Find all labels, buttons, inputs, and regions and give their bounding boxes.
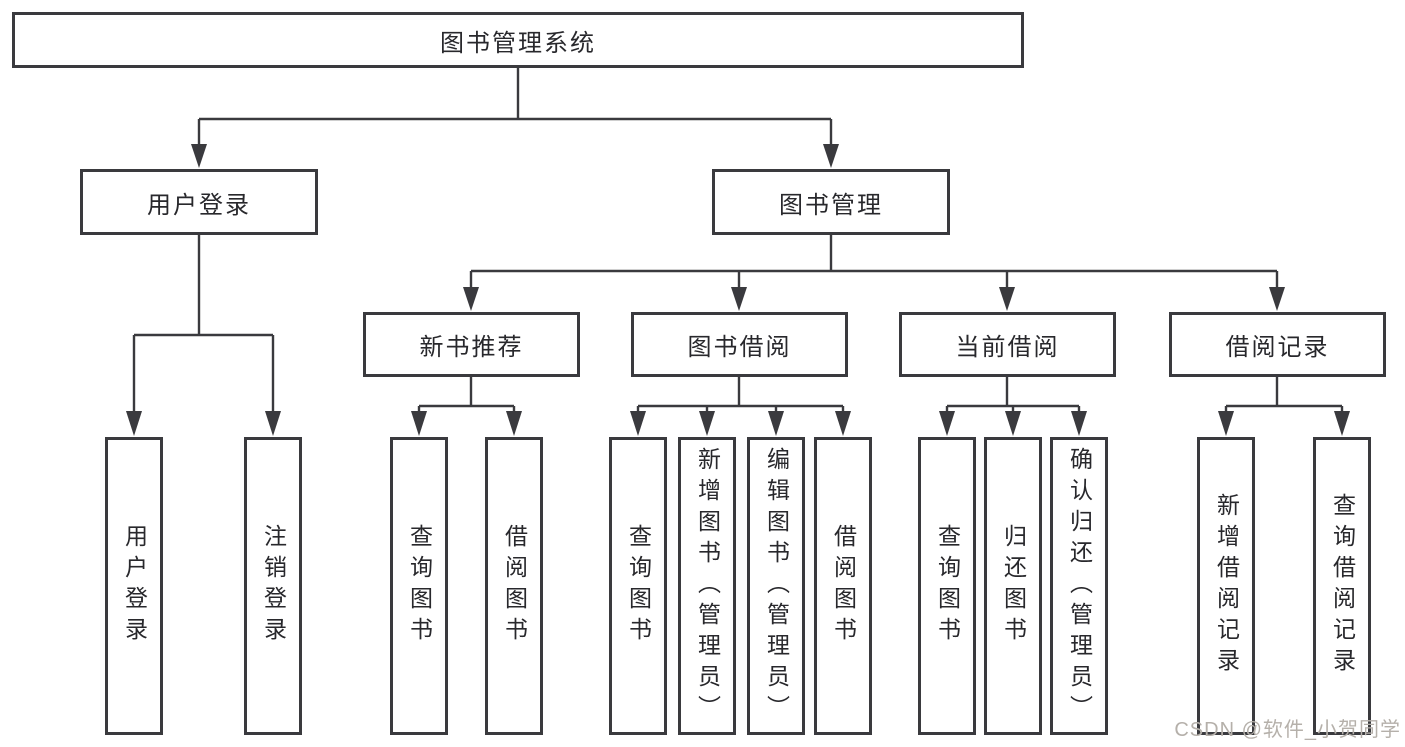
node-current-borrowing-label: 当前借阅	[955, 334, 1060, 361]
node-new-book-recommend: 新书推荐	[363, 312, 580, 377]
node-book-borrowing: 图书借阅	[631, 312, 848, 377]
connector-recommend-to-leaves	[411, 377, 522, 436]
leaf-edit-book-admin-label: 编辑图书（管理员）	[763, 446, 790, 726]
leaf-query-books-current-label: 查询图书	[934, 524, 961, 648]
leaf-query-books-recommend: 查询图书	[390, 437, 448, 735]
arrowhead-icon	[191, 144, 207, 168]
arrowhead-icon	[835, 411, 851, 436]
node-book-management: 图书管理	[712, 169, 950, 235]
node-user-login: 用户登录	[80, 169, 318, 235]
node-current-borrowing: 当前借阅	[899, 312, 1116, 377]
leaf-query-borrow-record: 查询借阅记录	[1313, 437, 1371, 735]
arrowhead-icon	[939, 411, 955, 436]
node-root: 图书管理系统	[12, 12, 1024, 68]
node-borrowing-records-label: 借阅记录	[1225, 334, 1330, 361]
arrowhead-icon	[1005, 411, 1021, 436]
arrowhead-icon	[630, 411, 646, 436]
arrowhead-icon	[768, 411, 784, 436]
leaf-edit-book-admin: 编辑图书（管理员）	[747, 437, 805, 735]
leaf-return-books: 归还图书	[984, 437, 1042, 735]
leaf-confirm-return-admin-label: 确认归还（管理员）	[1066, 446, 1093, 726]
leaf-borrow-books-borrowing-label: 借阅图书	[830, 524, 857, 648]
leaf-query-borrow-record-label: 查询借阅记录	[1329, 493, 1356, 679]
arrowhead-icon	[699, 411, 715, 436]
node-borrowing-records: 借阅记录	[1169, 312, 1386, 377]
leaf-add-book-admin-label: 新增图书（管理员）	[694, 446, 721, 726]
leaf-return-books-label: 归还图书	[1000, 524, 1027, 648]
csdn-watermark: CSDN @软件_小贺同学	[1174, 719, 1401, 741]
connector-bookmgmt-to-level3	[463, 234, 1285, 311]
leaf-query-books-recommend-label: 查询图书	[406, 524, 433, 648]
connector-root-to-level2	[191, 68, 839, 168]
node-root-label: 图书管理系统	[440, 29, 596, 57]
node-book-borrowing-label: 图书借阅	[687, 334, 792, 361]
node-book-management-label: 图书管理	[779, 191, 883, 219]
arrowhead-icon	[1269, 287, 1285, 311]
connector-userlogin-to-leaves	[126, 234, 281, 436]
arrowhead-icon	[411, 411, 427, 436]
leaf-query-books-borrowing-label: 查询图书	[625, 524, 652, 648]
arrowhead-icon	[731, 287, 747, 311]
leaf-user-login: 用户登录	[105, 437, 163, 735]
leaf-add-book-admin: 新增图书（管理员）	[678, 437, 736, 735]
leaf-query-books-current: 查询图书	[918, 437, 976, 735]
arrowhead-icon	[126, 411, 142, 436]
leaf-add-borrow-record-label: 新增借阅记录	[1213, 493, 1240, 679]
arrowhead-icon	[1334, 411, 1350, 436]
node-user-login-label: 用户登录	[147, 191, 251, 219]
arrowhead-icon	[463, 287, 479, 311]
connector-records-to-leaves	[1218, 377, 1350, 436]
leaf-logout: 注销登录	[244, 437, 302, 735]
connector-borrowing-to-leaves	[630, 377, 851, 436]
leaf-logout-label: 注销登录	[260, 524, 287, 648]
leaf-add-borrow-record: 新增借阅记录	[1197, 437, 1255, 735]
arrowhead-icon	[265, 411, 281, 436]
arrowhead-icon	[1218, 411, 1234, 436]
arrowhead-icon	[823, 144, 839, 168]
connector-current-to-leaves	[939, 377, 1087, 436]
leaf-borrow-books-recommend-label: 借阅图书	[501, 524, 528, 648]
leaf-query-books-borrowing: 查询图书	[609, 437, 667, 735]
arrowhead-icon	[999, 287, 1015, 311]
arrowhead-icon	[1071, 411, 1087, 436]
node-new-book-recommend-label: 新书推荐	[419, 334, 524, 361]
leaf-borrow-books-recommend: 借阅图书	[485, 437, 543, 735]
arrowhead-icon	[506, 411, 522, 436]
leaf-borrow-books-borrowing: 借阅图书	[814, 437, 872, 735]
leaf-confirm-return-admin: 确认归还（管理员）	[1050, 437, 1108, 735]
leaf-user-login-label: 用户登录	[121, 524, 148, 648]
